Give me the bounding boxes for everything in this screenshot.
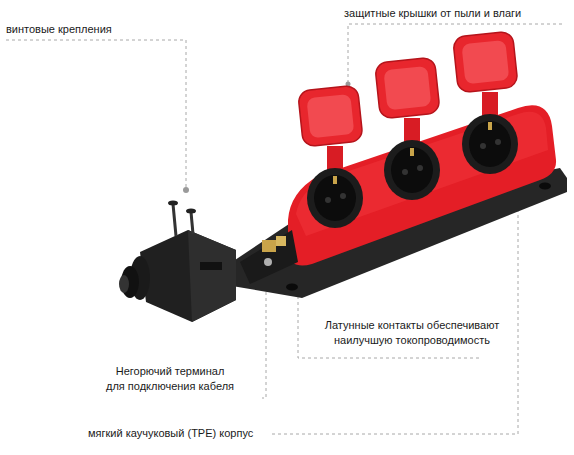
leader-line	[6, 40, 186, 188]
screws	[168, 201, 196, 237]
callout-label: Негорючий терминал для подключения кабел…	[84, 364, 256, 394]
callout-label: винтовые крепления	[6, 22, 176, 37]
sockets	[298, 31, 519, 228]
callout-label: защитные крышки от пыли и влаги	[344, 6, 566, 21]
callout-label: мягкий каучуковый (TPE) корпус	[88, 426, 270, 441]
cable-terminal	[119, 230, 236, 322]
callout-label: Латунные контакты обеспечивают наилучшую…	[302, 318, 522, 348]
